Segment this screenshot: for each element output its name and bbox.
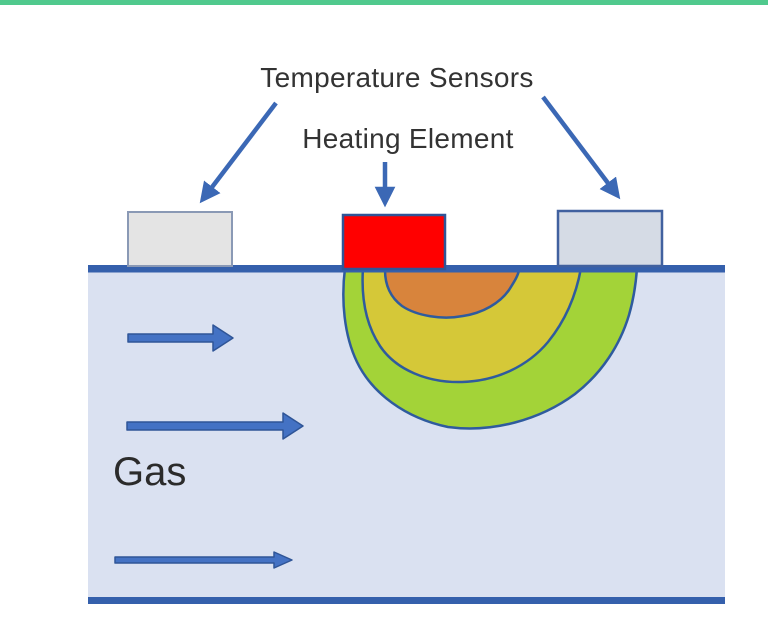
leader-line-left-sensor — [199, 101, 278, 204]
temperature-sensor-right — [556, 209, 664, 268]
gas-label: Gas — [113, 450, 187, 494]
thermal-plume-inner — [383, 268, 521, 319]
flow-arrow-bottom — [114, 551, 293, 569]
leader-line-right-sensor — [541, 95, 621, 200]
heating-element-label: Heating Element — [302, 123, 514, 154]
channel-bottom-wall — [88, 597, 725, 604]
flow-arrow-top — [127, 324, 234, 352]
flow-arrow-middle — [126, 412, 304, 440]
temperature-sensor-left — [127, 211, 233, 267]
temperature-sensors-label: Temperature Sensors — [260, 62, 534, 93]
top-accent-bar — [0, 0, 768, 5]
heating-element-block — [341, 213, 447, 271]
